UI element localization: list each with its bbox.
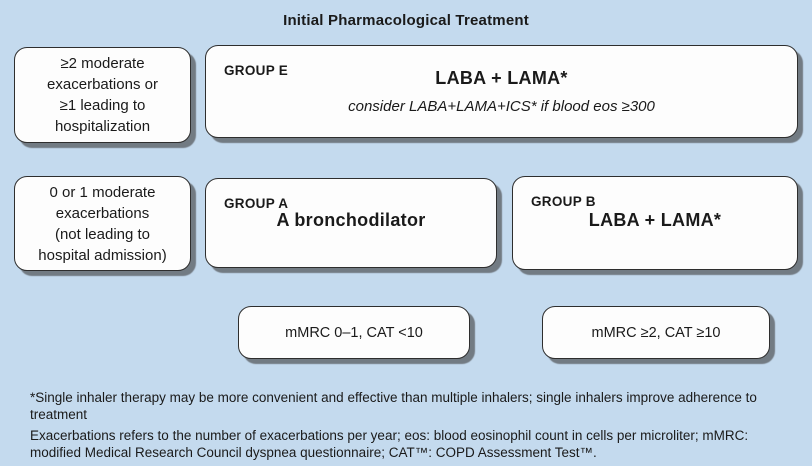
group-a-treatment: A bronchodilator: [276, 210, 426, 230]
group-e-treatment-note: consider LABA+LAMA+ICS* if blood eos ≥30…: [348, 98, 655, 115]
group-b-treatment: LABA + LAMA*: [588, 210, 722, 230]
criteria-box-high-exacerbation: ≥2 moderate exacerbations or ≥1 leading …: [14, 47, 191, 143]
symptom-box-low: mMRC 0–1, CAT <10: [238, 306, 470, 359]
group-b-box: GROUP B LABA + LAMA*: [512, 176, 798, 270]
group-e-treatment: LABA + LAMA*: [435, 68, 568, 88]
group-e-box: GROUP E LABA + LAMA* consider LABA+LAMA+…: [205, 45, 798, 138]
group-a-label: GROUP A: [224, 196, 289, 211]
footnotes: *Single inhaler therapy may be more conv…: [30, 390, 788, 461]
symptom-box-high: mMRC ≥2, CAT ≥10: [542, 306, 770, 359]
footnote-abbreviations: Exacerbations refers to the number of ex…: [30, 428, 749, 460]
group-a-box: GROUP A A bronchodilator: [205, 178, 497, 268]
criteria-box-low-exacerbation: 0 or 1 moderate exacerbations (not leadi…: [14, 176, 191, 271]
group-e-label: GROUP E: [224, 63, 289, 78]
footnote-single-inhaler: *Single inhaler therapy may be more conv…: [30, 390, 757, 422]
group-b-label: GROUP B: [531, 194, 596, 209]
diagram-title: Initial Pharmacological Treatment: [283, 12, 529, 29]
